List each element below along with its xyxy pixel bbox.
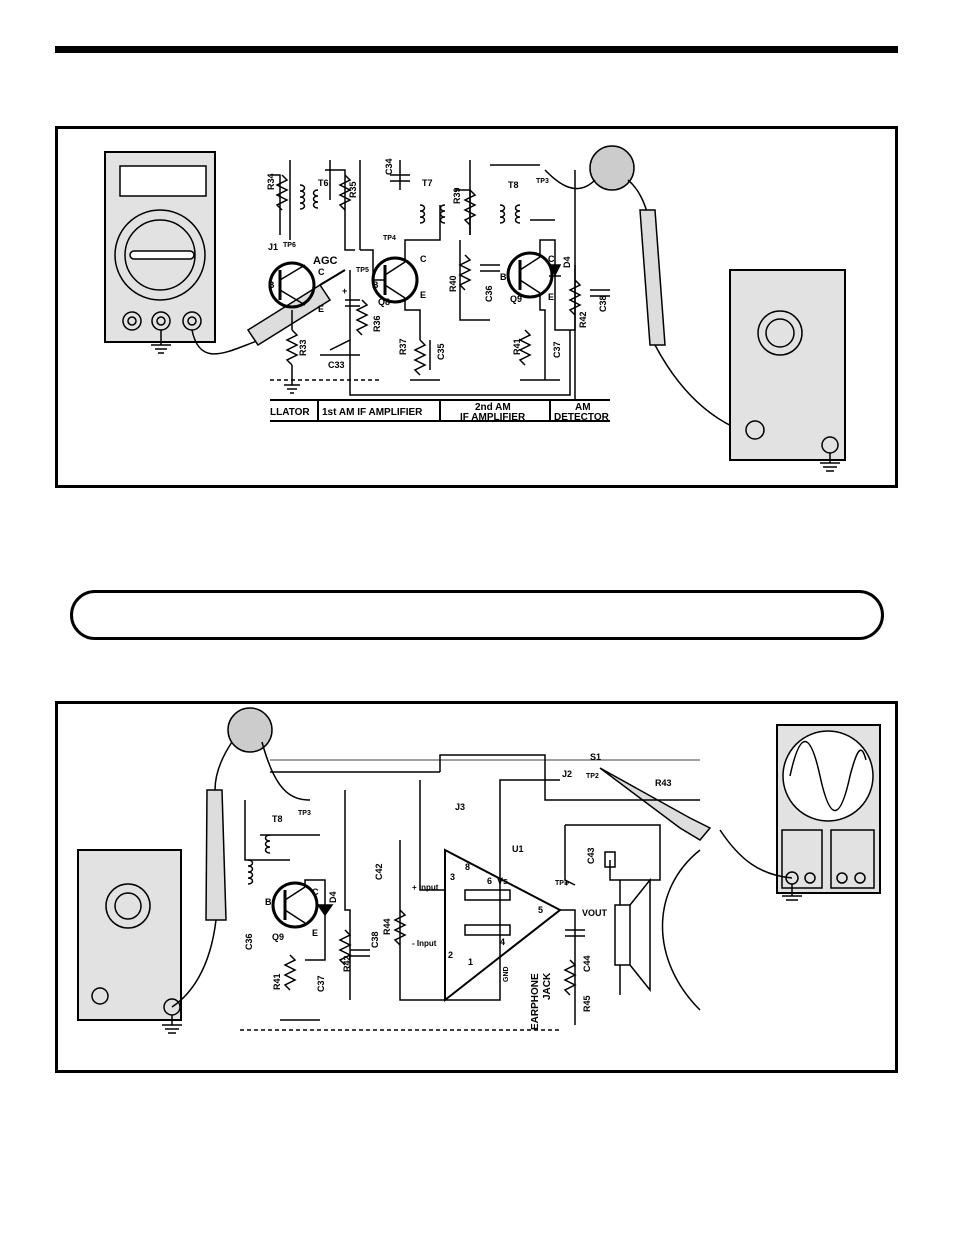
section-1st-if: 1st AM IF AMPLIFIER [322,407,423,418]
section-am: AM [575,402,591,413]
lbl-b-C44: C44 [582,955,592,972]
lbl-plus-top: + [342,286,347,296]
lbl-minus-input: - Input [412,939,437,948]
lbl-b-Vs: Vs [497,876,508,886]
section-2nd-am: 2nd AM [475,402,511,413]
lbl-R37: R37 [398,338,408,355]
lbl-R35: R35 [348,181,358,198]
lbl-b-B: B [265,897,272,907]
lbl-b-E: E [312,928,318,938]
lbl-b-C37: C37 [316,975,326,992]
lbl-C36: C36 [484,285,494,302]
lbl-b-J3: J3 [455,802,465,812]
lbl-plus-bottom: + [564,878,569,888]
lbl-b-TP1: TP1 [555,880,568,887]
lbl-R34: R34 [266,173,276,190]
lbl-TP5: TP5 [356,267,369,274]
lbl-b-R44: R44 [382,918,392,935]
pin-6: 6 [487,876,492,886]
lbl-Q9: Q9 [510,294,522,304]
lbl-R36: R36 [372,315,382,332]
lbl-b-J2: J2 [562,769,572,779]
lbl-R41: R41 [512,338,522,355]
pin-5: 5 [538,905,543,915]
lbl-T7: T7 [422,178,433,188]
lbl-C33: C33 [328,360,345,370]
pin-8: 8 [465,862,470,872]
lbl-b-gnd: GND [503,966,510,982]
lbl-b-R42: R42 [342,955,352,972]
lbl-b-TP2: TP2 [586,773,599,780]
lbl-C2: C [420,254,427,264]
top-rule [55,46,898,53]
lbl-b-C42: C42 [374,863,384,880]
lbl-C3: C [548,254,555,264]
lbl-C35: C35 [436,343,446,360]
lbl-T8: T8 [508,180,519,190]
schematic-top [268,160,610,422]
lbl-b-R43: R43 [655,778,672,788]
oscilloscope [599,724,881,901]
lbl-B3: B [500,272,507,282]
lbl-b-C38: C38 [370,931,380,948]
lbl-E2: E [420,290,426,300]
lbl-J1: J1 [268,242,278,252]
caption-capsule [70,590,884,640]
lbl-T6: T6 [318,178,329,188]
signal-generator-top [544,145,846,472]
lbl-b-R45: R45 [582,995,592,1012]
lbl-b-U1: U1 [512,844,524,854]
lbl-R40: R40 [448,275,458,292]
labels-bottom: TP3 T8 C D4 B E Q9 C36 R41 C37 R42 C38 J… [244,752,672,1030]
lbl-B1: B [268,280,275,290]
pin-3: 3 [450,872,455,882]
lbl-b-Q9: Q9 [272,932,284,942]
multimeter [104,151,261,355]
lbl-R42: R42 [578,311,588,328]
lbl-C38: C38 [598,295,608,312]
lbl-R33: R33 [298,339,308,356]
lbl-b-C: C [312,887,319,897]
lbl-b-jack: JACK [542,972,553,1000]
lbl-TP6: TP6 [283,242,296,249]
lbl-AGC: AGC [313,255,338,267]
lbl-b-C43: C43 [586,847,596,864]
section-if-amp: IF AMPLIFIER [460,412,526,423]
lbl-R39: R39 [452,187,462,204]
lbl-D4: D4 [562,256,572,268]
lbl-C1: C [318,267,325,277]
pin-1: 1 [468,957,473,967]
schematic-bottom [240,754,701,1031]
lbl-b-R41: R41 [272,973,282,990]
lbl-b-VOUT: VOUT [582,908,608,918]
lbl-b-C36: C36 [244,933,254,950]
lbl-b-T8: T8 [272,814,283,824]
lbl-C37: C37 [552,341,562,358]
lbl-TP3: TP3 [536,178,549,185]
lbl-Q8: Q8 [378,297,390,307]
lbl-C34: C34 [384,158,394,175]
lbl-b-TP3: TP3 [298,810,311,817]
section-detector: DETECTOR [554,412,610,423]
lbl-b-S1: S1 [590,752,601,762]
figure-bottom-frame [55,701,898,1073]
signal-generator-bottom [77,707,311,1034]
lbl-plus-input: + Input [412,883,439,892]
lbl-E1: E [318,304,324,314]
pin-4: 4 [500,937,505,947]
lbl-b-D4: D4 [328,891,338,903]
section-oscillator: LLATOR [270,407,310,418]
lbl-E3: E [548,292,554,302]
lbl-TP4: TP4 [383,235,396,242]
labels-top: R34 T6 R35 C34 T7 R39 T8 TP3 J1 TP6 TP4 … [266,158,610,423]
lbl-B2: B [372,280,379,290]
pin-2: 2 [448,950,453,960]
lbl-b-earphone: EARPHONE [530,973,541,1030]
